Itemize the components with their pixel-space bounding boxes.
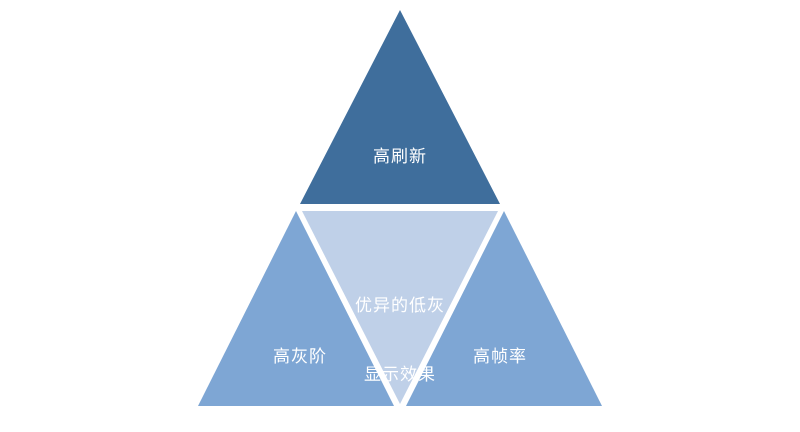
triangle-graphic <box>198 10 602 406</box>
segment-bottom-right-high-frame-rate[interactable] <box>406 211 602 406</box>
pyramid-diagram: 高刷新 优异的低灰 显示效果 高灰阶 高帧率 <box>198 10 602 406</box>
segment-bottom-left-high-grayscale[interactable] <box>198 211 394 406</box>
segment-center-low-gray-display[interactable] <box>302 211 498 404</box>
segment-top-high-refresh[interactable] <box>300 10 500 204</box>
